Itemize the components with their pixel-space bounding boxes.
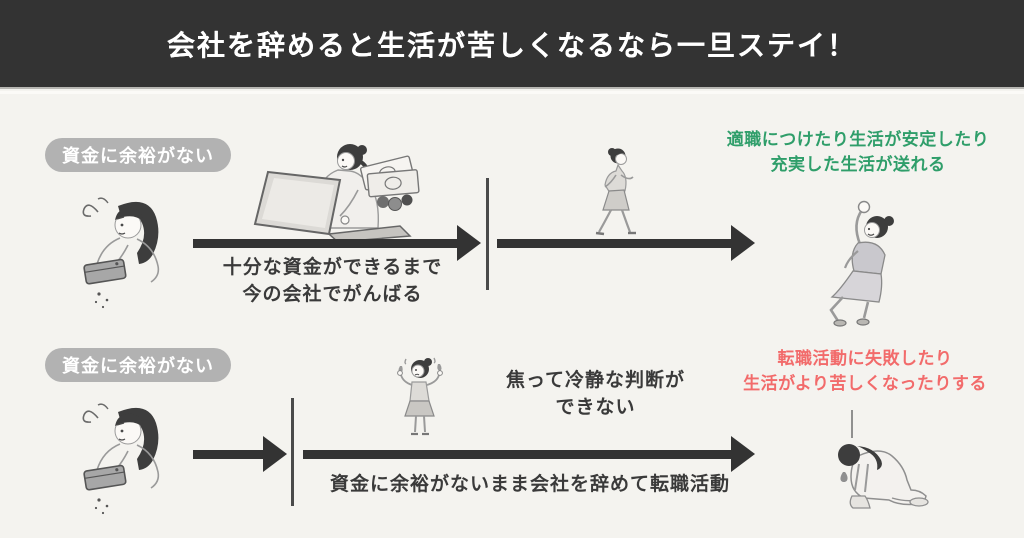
arrow-quit-step2 — [303, 450, 731, 459]
woman-kneeling-dejected-illustration — [812, 410, 940, 512]
woman-panicking-sweating-illustration — [392, 356, 448, 440]
condition-badge-quit: 資金に余裕がない — [45, 348, 231, 382]
quit-step-caption-line1: 資金に余裕がないまま会社を辞めて転職活動 — [329, 474, 730, 495]
stay-step-caption-line1: 十分な資金ができるまで — [222, 257, 443, 278]
quit-note-text: 焦って冷静な判断が できない — [468, 367, 723, 421]
worried-woman-empty-wallet-illustration — [68, 190, 192, 316]
page-title: 会社を辞めると生活が苦しくなるなら一旦ステイ！ — [166, 29, 857, 61]
woman-walking-forward-illustration — [588, 146, 646, 238]
quit-stage-divider-line — [291, 398, 294, 506]
stay-outcome-line1: 適職につけたり生活が安定したり — [726, 130, 990, 149]
arrow-stay-step1 — [193, 239, 457, 248]
quit-outcome-line1: 転職活動に失敗したり — [777, 349, 953, 368]
stay-outcome-line2: 充実した生活が送れる — [770, 155, 946, 174]
stay-step-caption: 十分な資金ができるまで 今の会社でがんばる — [190, 254, 475, 308]
arrow-quit-step1-head — [263, 436, 287, 472]
woman-jumping-happy-illustration — [798, 198, 916, 328]
quit-outcome-text: 転職活動に失敗したり 生活がより苦しくなったりする — [706, 346, 1024, 396]
condition-badge-stay: 資金に余裕がない — [45, 138, 231, 172]
condition-badge-quit-label: 資金に余裕がない — [62, 356, 214, 376]
quit-note-line2: できない — [555, 397, 636, 418]
arrow-quit-step2-head — [731, 436, 755, 472]
arrow-stay-step2-head — [731, 225, 755, 261]
stay-outcome-text: 適職につけたり生活が安定したり 充実した生活が送れる — [697, 127, 1019, 177]
quit-step-caption: 資金に余裕がないまま会社を辞めて転職活動 — [320, 471, 740, 498]
quit-note-line1: 焦って冷静な判断が — [505, 370, 686, 391]
header-divider — [0, 91, 1024, 94]
worried-woman-empty-wallet-illustration-2 — [68, 396, 192, 522]
stay-stage-divider-line — [486, 178, 489, 290]
condition-badge-stay-label: 資金に余裕がない — [62, 146, 214, 166]
stay-step-caption-line2: 今の会社でがんばる — [242, 284, 423, 305]
quit-outcome-line2: 生活がより苦しくなったりする — [743, 374, 987, 393]
woman-working-laptop-with-money-illustration — [250, 140, 425, 242]
arrow-quit-step1 — [193, 450, 263, 459]
header-banner: 会社を辞めると生活が苦しくなるなら一旦ステイ！ — [0, 0, 1024, 89]
arrow-stay-step2 — [497, 239, 731, 248]
arrow-stay-step1-head — [457, 225, 481, 261]
